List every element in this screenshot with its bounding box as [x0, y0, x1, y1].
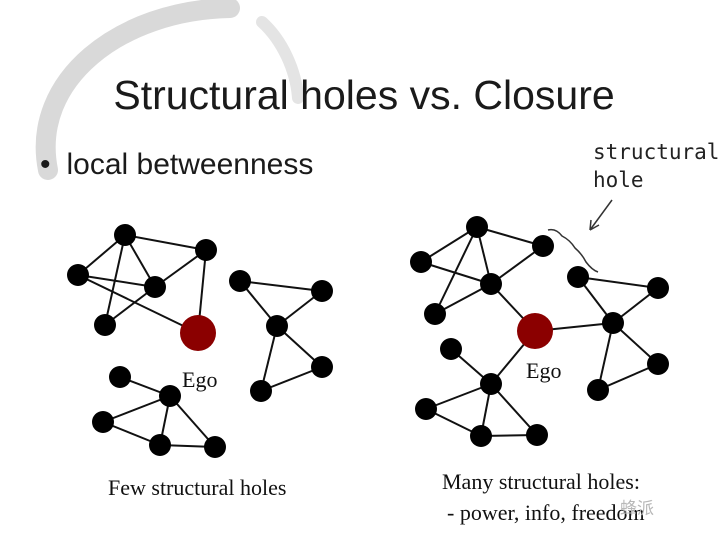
node-L1	[114, 224, 136, 246]
node-R8	[602, 312, 624, 334]
node-L8	[266, 315, 288, 337]
edge-R1-R5	[434, 226, 478, 315]
bullet-dot: •	[40, 148, 51, 181]
node-L6	[229, 270, 251, 292]
node-L5	[94, 314, 116, 336]
edge-R12-R15	[490, 383, 538, 436]
edge-L1-L2	[124, 234, 207, 251]
node-L2	[195, 239, 217, 261]
node-R2	[532, 235, 554, 257]
node-L12	[159, 385, 181, 407]
node-L3	[67, 264, 89, 286]
right-caption-line-2: - power, info, freedom	[447, 500, 645, 525]
node-R5	[424, 303, 446, 325]
node-L14	[149, 434, 171, 456]
node-L10	[250, 380, 272, 402]
node-L9	[311, 356, 333, 378]
hole-bracket	[547, 228, 599, 273]
node-R15	[526, 424, 548, 446]
annotation-line-2: hole	[593, 168, 644, 192]
ego-node	[180, 315, 216, 351]
node-R7	[647, 277, 669, 299]
edge-L6-L7	[239, 280, 323, 292]
right-ego-label: Ego	[526, 358, 562, 383]
edge-R1-R2	[476, 226, 544, 247]
node-R14	[470, 425, 492, 447]
bullet-text: local betweenness	[66, 148, 314, 181]
edge-R3-R4	[420, 261, 492, 285]
node-R3	[410, 251, 432, 273]
left-ego-label: Ego	[182, 367, 218, 392]
edge-L3-L4	[77, 274, 156, 288]
node-R9	[647, 353, 669, 375]
edge-R6-R7	[577, 276, 659, 289]
edge-R8-R10	[597, 322, 614, 391]
node-L13	[92, 411, 114, 433]
annotation-line-1: structural	[593, 140, 720, 164]
node-R13	[415, 398, 437, 420]
edge-L3-LE	[77, 274, 199, 334]
edge-L12-L13	[102, 395, 171, 423]
arrow-head	[589, 219, 600, 231]
edge-R12-R13	[425, 383, 492, 410]
node-L11	[109, 366, 131, 388]
right-caption-line-1: Many structural holes:	[442, 469, 640, 494]
edge-L8-L10	[260, 325, 278, 392]
ego-node	[517, 313, 553, 349]
node-R10	[587, 379, 609, 401]
node-L4	[144, 276, 166, 298]
left-caption: Few structural holes	[108, 475, 287, 500]
edge-R1-R3	[420, 226, 478, 263]
node-R11	[440, 338, 462, 360]
edge-L12-L15	[169, 395, 216, 448]
annotation-arrow	[589, 199, 613, 231]
node-R12	[480, 373, 502, 395]
node-L7	[311, 280, 333, 302]
bullet-item: • local betweenness	[40, 148, 313, 182]
watermark: 蜂派	[620, 499, 654, 519]
slide-title: Structural holes vs. Closure	[113, 72, 615, 118]
node-R6	[567, 266, 589, 288]
node-R1	[466, 216, 488, 238]
node-R4	[480, 273, 502, 295]
structural-hole-annotation: structural hole	[593, 138, 719, 194]
node-L15	[204, 436, 226, 458]
